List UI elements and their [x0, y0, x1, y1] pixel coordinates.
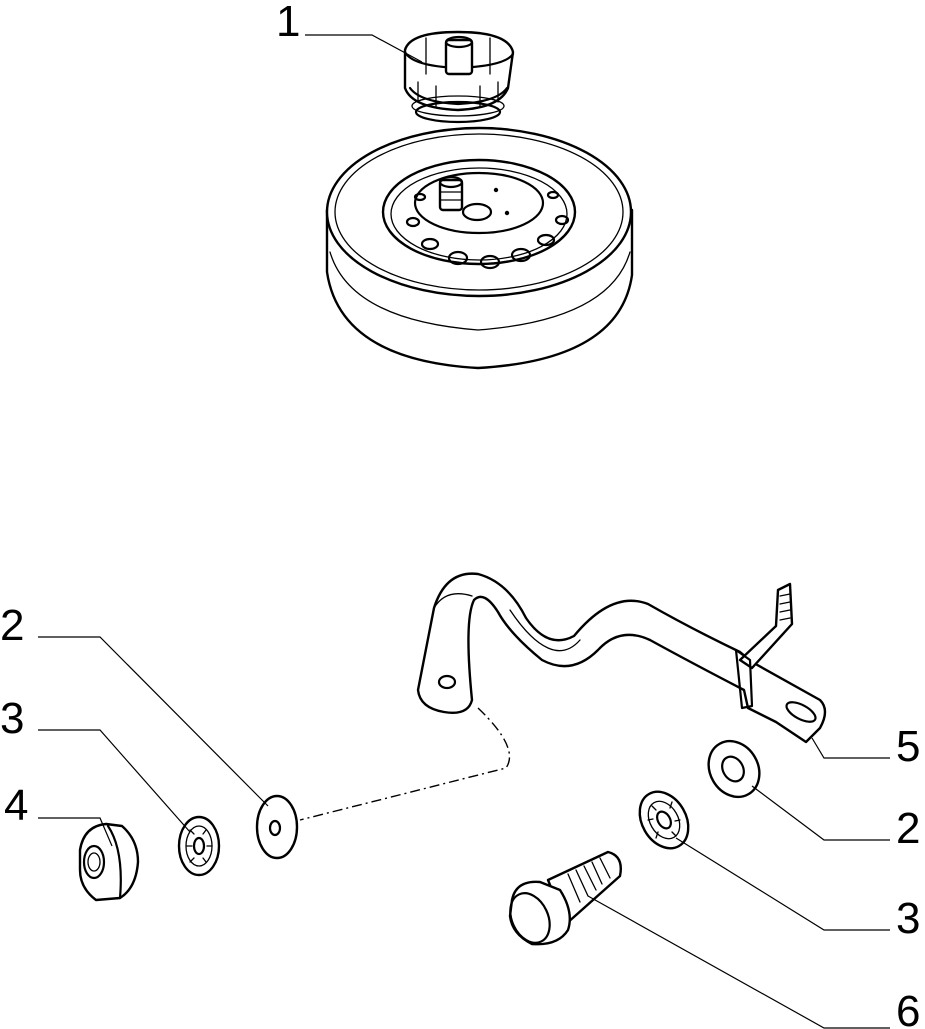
part-1-wheel-retaining-knob [403, 30, 515, 124]
leader-3-right [675, 837, 890, 931]
part-6-bolt [508, 850, 622, 946]
callout-6: 6 [896, 987, 920, 1029]
leader-3-left [38, 729, 191, 833]
callout-3-right: 3 [896, 894, 920, 943]
callout-3-left: 3 [0, 694, 24, 743]
leader-4 [38, 817, 113, 847]
assembly-centerline [299, 707, 511, 821]
leader-5 [811, 737, 890, 759]
part-3-lock-washer-right [638, 790, 690, 850]
part-2-flat-washer-left [255, 794, 299, 860]
part-4-hex-nut [78, 822, 140, 902]
callout-1: 1 [276, 0, 300, 46]
leader-2-right [751, 785, 890, 841]
part-5-bracket [416, 572, 827, 744]
leader-2-left [38, 636, 269, 807]
leader-lines [38, 34, 890, 1029]
part-2-flat-washer-right [707, 739, 761, 799]
callout-2-left: 2 [0, 601, 24, 650]
leader-1 [305, 34, 423, 63]
callout-4: 4 [4, 781, 28, 830]
spare-wheel [325, 126, 634, 370]
callout-2-right: 2 [896, 804, 920, 853]
callout-5: 5 [896, 722, 920, 771]
leader-6 [587, 895, 890, 1029]
